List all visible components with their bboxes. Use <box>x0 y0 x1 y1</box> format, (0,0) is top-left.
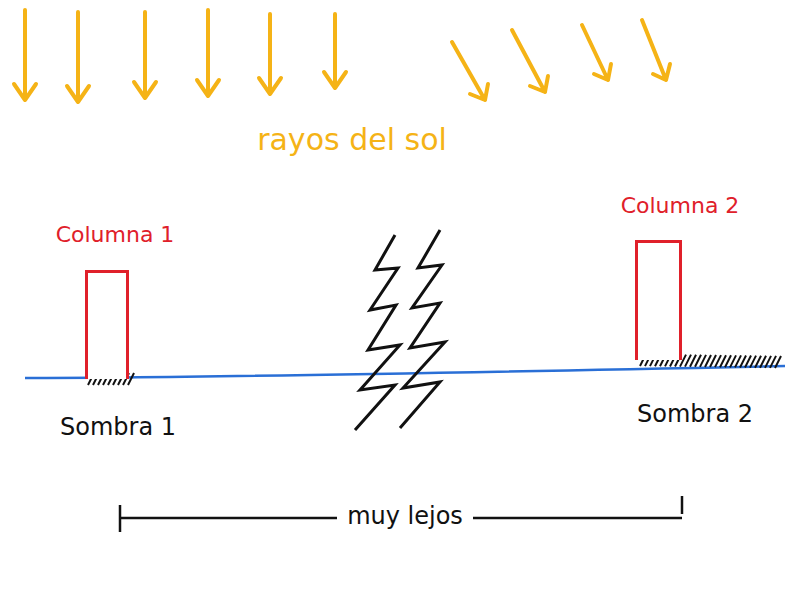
distance-bracket <box>120 496 682 532</box>
column-label: Columna 2 <box>595 193 765 218</box>
sun-rays <box>14 10 670 102</box>
column-outline <box>85 270 129 379</box>
shadow-label: Sombra 2 <box>637 400 753 428</box>
shadow-label: Sombra 1 <box>60 413 176 441</box>
sun-rays-label: rayos del sol <box>257 122 447 157</box>
column-label: Columna 1 <box>30 222 200 247</box>
column: Columna 2 <box>595 193 765 360</box>
distance-label: muy lejos <box>337 502 473 530</box>
column-outline <box>635 240 682 360</box>
ground-line <box>25 366 785 378</box>
column: Columna 1 <box>30 222 200 379</box>
break-zigzag <box>355 230 445 430</box>
